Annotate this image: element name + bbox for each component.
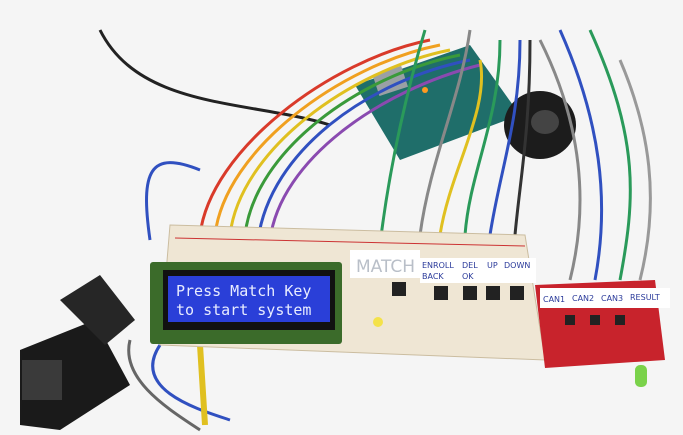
back-label: BACK [422,272,444,281]
up-label: UP [487,261,498,270]
green-led [635,365,647,387]
yellow-led [373,317,383,327]
push-buttons [392,282,524,300]
lcd-line-1: Press Match Key [176,282,311,300]
match-label: MATCH [356,257,415,277]
result-label: RESULT [630,293,660,302]
jumper-wires [98,29,652,432]
enroll-label: ENROLL [422,261,454,270]
buzzer [504,91,576,159]
del-label: DEL [462,261,478,270]
match-label-paper [350,250,420,278]
ok-label: OK [462,272,474,281]
down-label: DOWN [504,261,530,270]
buttons-label-paper [420,258,536,283]
can3-label: CAN3 [601,294,623,303]
candidate-board [535,280,670,368]
fingerprint-sensor [20,275,135,430]
can1-label: CAN1 [543,295,565,304]
lcd-line-2: to start system [176,301,311,319]
can2-label: CAN2 [572,294,594,303]
lcd-module [150,262,342,344]
